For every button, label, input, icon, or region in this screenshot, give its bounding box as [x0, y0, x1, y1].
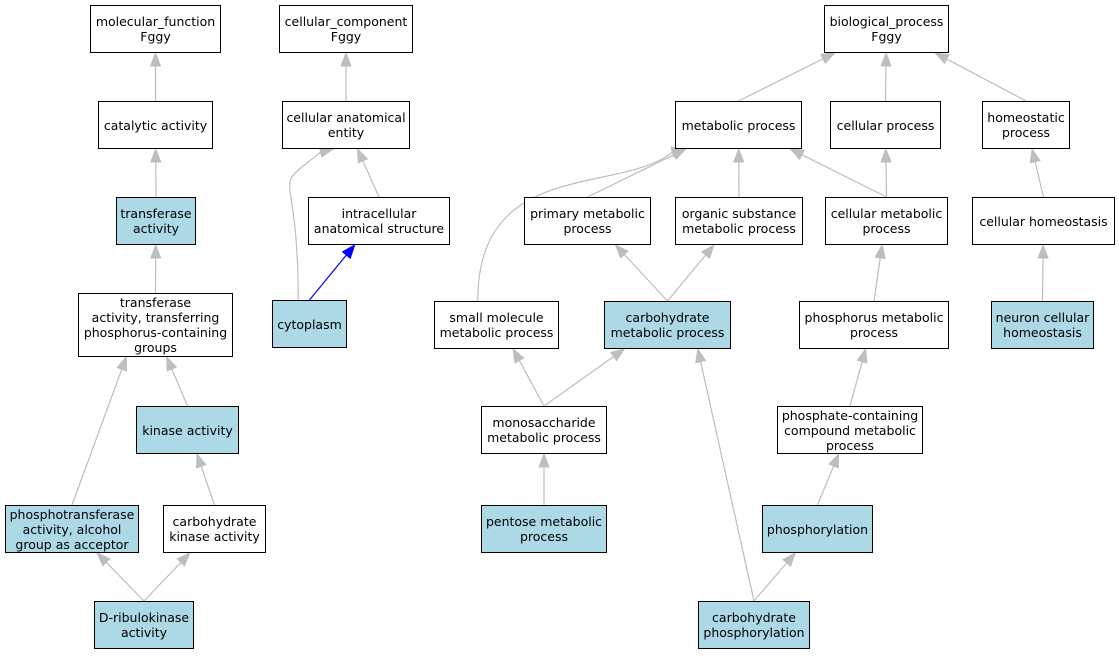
- edge-arrowhead: [934, 52, 950, 65]
- edge-arrowhead: [789, 148, 805, 161]
- node-carbohydrate-metabolic-process[interactable]: carbohydrate metabolic process: [604, 301, 731, 349]
- node-cellular-anatomical-entity[interactable]: cellular anatomical entity: [282, 101, 410, 149]
- node-cellular-homeostasis[interactable]: cellular homeostasis: [972, 197, 1115, 245]
- edge-arrowhead: [149, 51, 162, 67]
- edge-line: [587, 154, 675, 198]
- edge-arrowhead: [880, 147, 892, 163]
- edge-line: [667, 254, 707, 302]
- node-cellular-component[interactable]: cellular_component Fggy: [279, 5, 413, 53]
- edge-line: [623, 254, 668, 302]
- edge-arrowhead: [614, 243, 629, 259]
- edge-line: [518, 360, 545, 407]
- edge-arrowhead: [782, 551, 797, 567]
- edge-arrowhead: [166, 355, 178, 372]
- edge-line: [543, 356, 615, 407]
- edge-arrowhead: [880, 51, 892, 67]
- edge-line: [753, 562, 788, 602]
- node-small-molecule-metabolic-process[interactable]: small molecule metabolic process: [434, 301, 559, 349]
- edge-arrowhead: [150, 147, 162, 163]
- edge-line: [362, 160, 380, 198]
- edge-arrowhead: [538, 452, 550, 468]
- edge-line: [171, 368, 189, 407]
- edge-line: [143, 561, 182, 602]
- edge-line: [71, 368, 123, 506]
- node-organic-substance-metabolic-process[interactable]: organic substance metabolic process: [675, 197, 803, 245]
- node-transferase-phosphorus-groups[interactable]: transferase activity, transferring phosp…: [78, 293, 233, 357]
- edge-arrowhead: [1037, 243, 1049, 259]
- edge-arrowhead: [700, 243, 715, 260]
- node-phosphotransferase-activity[interactable]: phosphotransferase activity, alcohol gro…: [5, 505, 139, 553]
- edge-arrowhead: [1029, 147, 1041, 164]
- node-phosphorylation[interactable]: phosphorylation: [762, 505, 873, 553]
- edge-arrowhead: [340, 51, 352, 67]
- node-homeostatic-process[interactable]: homeostatic process: [982, 101, 1070, 149]
- edge-arrowhead: [116, 355, 128, 372]
- node-monosaccharide-metabolic-process[interactable]: monosaccharide metabolic process: [481, 406, 607, 454]
- edge-line: [1034, 161, 1045, 198]
- edge-line: [849, 361, 863, 407]
- node-phosphate-containing-compound-metabolic-process[interactable]: phosphate-containing compound metabolic …: [777, 406, 923, 454]
- node-molecular-function[interactable]: molecular_function Fggy: [90, 5, 221, 53]
- edge-line: [816, 465, 835, 506]
- node-carbohydrate-phosphorylation[interactable]: carbohydrate phosphorylation: [698, 601, 810, 649]
- node-kinase-activity[interactable]: kinase activity: [136, 406, 239, 454]
- edge-line: [946, 58, 1027, 102]
- node-cellular-process[interactable]: cellular process: [830, 101, 941, 149]
- edge-line: [801, 154, 887, 198]
- edge-arrowhead: [856, 347, 868, 364]
- edge-arrowhead: [341, 243, 356, 260]
- edge-arrowhead: [828, 452, 840, 469]
- edge-arrowhead: [874, 243, 886, 260]
- edge-arrowhead: [820, 52, 836, 65]
- edge-arrowhead: [609, 348, 626, 362]
- edge-arrowhead: [96, 552, 111, 567]
- edge-line: [738, 58, 824, 102]
- edge-arrowhead: [150, 243, 162, 259]
- edge-line: [200, 466, 216, 506]
- node-catalytic-activity[interactable]: catalytic activity: [98, 101, 213, 149]
- edge-line: [700, 361, 755, 602]
- node-transferase-activity[interactable]: transferase activity: [116, 197, 196, 245]
- edge-arrowhead: [195, 452, 207, 469]
- edge-line: [477, 151, 673, 302]
- edge-line: [289, 151, 321, 301]
- edge-line: [105, 561, 145, 602]
- node-metabolic-process[interactable]: metabolic process: [675, 101, 802, 149]
- node-neuron-cellular-homeostasis[interactable]: neuron cellular homeostasis: [991, 301, 1094, 349]
- edge-arrowhead: [176, 551, 191, 567]
- node-biological-process[interactable]: biological_process Fggy: [824, 5, 949, 53]
- edge-arrowhead: [356, 147, 369, 164]
- edge-arrowhead: [733, 147, 745, 163]
- node-cytoplasm[interactable]: cytoplasm: [272, 300, 347, 348]
- node-d-ribulokinase-activity[interactable]: D-ribulokinase activity: [94, 601, 194, 649]
- node-phosphorus-metabolic-process[interactable]: phosphorus metabolic process: [799, 301, 949, 349]
- node-intracellular-anatomical-structure[interactable]: intracellular anatomical structure: [308, 197, 450, 245]
- edge-line: [873, 257, 881, 302]
- edge-line: [309, 254, 347, 301]
- node-cellular-metabolic-process[interactable]: cellular metabolic process: [825, 197, 948, 245]
- node-pentose-metabolic-process[interactable]: pentose metabolic process: [481, 505, 607, 553]
- node-primary-metabolic-process[interactable]: primary metabolic process: [524, 197, 651, 245]
- node-carbohydrate-kinase-activity[interactable]: carbohydrate kinase activity: [163, 505, 266, 553]
- edge-arrowhead: [695, 347, 707, 364]
- edge-arrowhead: [512, 347, 525, 364]
